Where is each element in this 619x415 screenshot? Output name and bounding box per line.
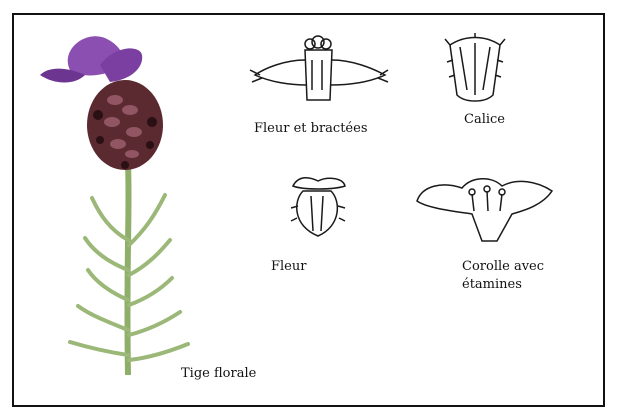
label-fleur-bractees: Fleur et bractées <box>254 120 368 137</box>
calyx-drawing <box>445 35 505 105</box>
label-corolle-line2: étamines <box>462 276 522 293</box>
flower-bracts-drawing <box>250 30 390 105</box>
label-calice: Calice <box>464 111 505 128</box>
label-tige-florale: Tige florale <box>181 365 256 382</box>
label-corolle-line1: Corolle avec <box>462 258 544 275</box>
corolla-stamens-drawing <box>412 176 557 246</box>
flower-drawing <box>283 176 353 241</box>
label-fleur: Fleur <box>271 258 306 275</box>
lavender-stem-illustration <box>30 30 205 385</box>
